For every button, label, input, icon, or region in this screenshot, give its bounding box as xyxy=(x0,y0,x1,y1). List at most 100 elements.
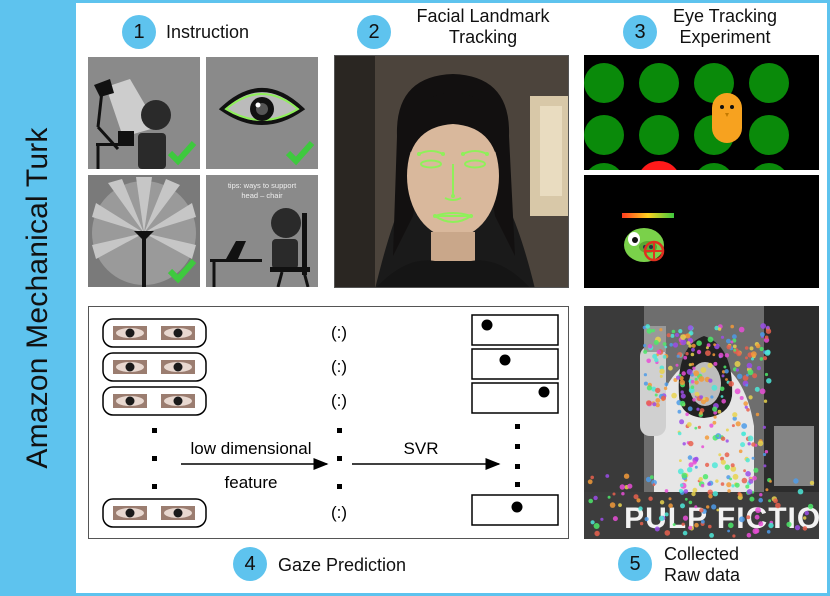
gaze-dot xyxy=(686,368,693,375)
gaze-dot xyxy=(746,489,753,495)
gaze-dot xyxy=(753,467,759,473)
gaze-dot xyxy=(745,356,748,360)
gaze-dot xyxy=(744,346,749,350)
gaze-dot xyxy=(694,380,699,385)
gaze-dot xyxy=(644,517,649,522)
feature-ellipsis-4: (:) xyxy=(331,503,347,522)
gaze-dot xyxy=(713,343,716,346)
gaze-dot xyxy=(643,381,648,386)
gaze-dot xyxy=(638,506,643,511)
gaze-dot xyxy=(702,474,709,480)
gaze-dot xyxy=(732,416,737,421)
gaze-dot xyxy=(804,510,809,516)
gaze-dot xyxy=(668,503,673,508)
bottom-border xyxy=(76,593,830,596)
gaze-dot xyxy=(678,488,684,493)
gaze-dot xyxy=(807,503,814,510)
gaze-dot xyxy=(721,399,726,404)
gaze-dot xyxy=(775,502,781,509)
raw-data-image: PULP FICTION xyxy=(584,306,819,539)
screen-box-2 xyxy=(471,348,559,380)
step-label-4: Gaze Prediction xyxy=(278,555,407,575)
gaze-dot xyxy=(764,350,771,356)
gaze-dot xyxy=(688,344,692,348)
gaze-dot xyxy=(683,489,689,494)
gaze-dot xyxy=(692,366,696,370)
gaze-dot xyxy=(712,491,718,497)
gaze-dot xyxy=(765,328,772,334)
gaze-dot xyxy=(752,373,758,379)
gaze-dot xyxy=(728,381,734,387)
gaze-dot xyxy=(679,419,685,425)
gaze-dot xyxy=(690,352,695,357)
gaze-dot xyxy=(659,368,665,374)
gaze-dot xyxy=(684,497,688,501)
step-badge-3: 3 xyxy=(623,15,657,49)
gaze-dot xyxy=(679,379,685,386)
gaze-dot xyxy=(679,459,682,462)
gaze-dot xyxy=(741,431,746,437)
gaze-dot xyxy=(748,395,753,400)
gaze-dot xyxy=(668,365,673,371)
gaze-dot xyxy=(726,338,731,344)
gaze-dot xyxy=(693,370,700,377)
gaze-dot xyxy=(762,452,767,457)
gaze-dot xyxy=(735,368,739,372)
gaze-dot xyxy=(720,395,724,398)
gaze-dot xyxy=(694,391,700,397)
gaze-dot xyxy=(711,504,717,510)
gaze-dot xyxy=(679,483,684,487)
gaze-dot xyxy=(697,425,701,429)
gaze-dot xyxy=(687,406,693,412)
gaze-dot xyxy=(794,525,801,531)
gaze-dot xyxy=(593,495,598,501)
gaze-dot xyxy=(737,373,743,379)
gaze-dot xyxy=(672,342,679,348)
gaze-dot xyxy=(701,399,706,405)
gaze-dot xyxy=(751,442,756,447)
gaze-dot xyxy=(766,530,771,534)
gaze-dot xyxy=(715,479,719,483)
gaze-dot xyxy=(734,482,740,488)
gaze-dot xyxy=(760,332,765,337)
gaze-dot xyxy=(682,530,688,536)
gaze-dot xyxy=(659,328,663,332)
gaze-dot xyxy=(692,460,697,465)
gaze-dot xyxy=(746,408,750,412)
step-label-3: Eye Tracking Experiment xyxy=(660,6,790,48)
gaze-dot xyxy=(759,493,763,497)
gaze-dot xyxy=(720,335,725,339)
gaze-dot xyxy=(633,494,639,500)
gaze-dot xyxy=(696,407,700,411)
gaze-dot xyxy=(670,333,675,338)
gaze-dot xyxy=(766,325,770,330)
gaze-dot xyxy=(671,329,676,334)
gaze-dot xyxy=(732,412,738,418)
gaze-dot xyxy=(707,362,713,368)
gaze-dot xyxy=(593,523,600,529)
gaze-dot xyxy=(664,345,668,349)
gaze-dot xyxy=(680,390,684,394)
gaze-dot xyxy=(702,397,706,401)
gaze-dot xyxy=(743,469,746,473)
gaze-dot xyxy=(686,341,691,345)
gaze-dot xyxy=(762,356,768,361)
gaze-dot xyxy=(708,494,713,499)
gaze-dot xyxy=(711,384,718,391)
gaze-dot xyxy=(705,346,709,350)
gaze-dot xyxy=(726,344,732,350)
gaze-dot xyxy=(698,477,703,482)
gaze-dot xyxy=(699,411,703,415)
gaze-dot xyxy=(649,475,654,480)
gaze-dot xyxy=(664,512,669,517)
gaze-dot xyxy=(659,500,665,505)
gaze-dot xyxy=(712,420,717,425)
step-badge-2: 2 xyxy=(357,15,391,49)
gaze-dot xyxy=(612,516,618,522)
gaze-dot xyxy=(730,463,735,468)
gaze-dot xyxy=(726,482,732,488)
gaze-dot xyxy=(683,355,688,360)
gaze-dot xyxy=(751,456,755,460)
gaze-dot xyxy=(720,459,726,465)
gaze-dot xyxy=(672,523,676,527)
